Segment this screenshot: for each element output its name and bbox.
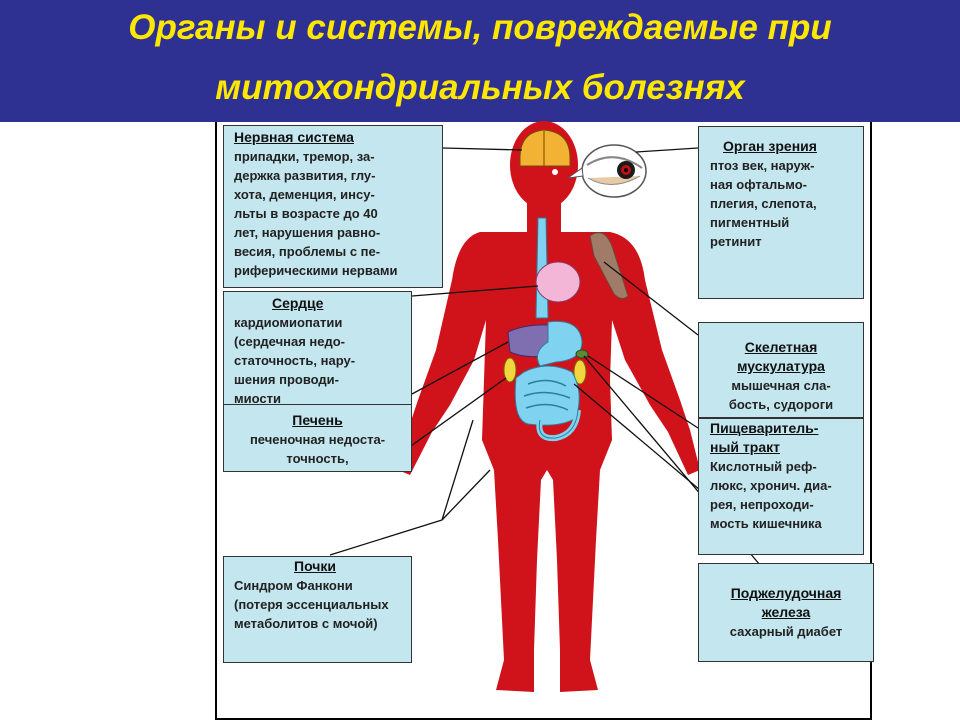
kidney-organ-left (503, 357, 517, 383)
digestive-tract-text: Кислотный реф- люкс, хронич. диа- рея, н… (710, 459, 832, 531)
brain-icon (519, 129, 571, 167)
heart-box: Сердце кардиомиопатии (сердечная недо- с… (223, 291, 412, 406)
nervous-system-title: Нервная система (234, 129, 354, 145)
liver-title: Печень (292, 412, 343, 428)
skeletal-muscle-title: Скелетная мускулатура (737, 339, 825, 374)
digestive-tract-box: Пищеваритель- ный тракт Кислотный реф- л… (698, 418, 864, 555)
skeletal-muscle-text: мышечная сла- бость, судороги (728, 378, 834, 412)
liver-text: печеночная недоста- точность, (249, 432, 386, 466)
eye-text: птоз век, наруж- ная офтальмо- плегия, с… (710, 158, 817, 249)
kidney-box: Почки Синдром Фанкони (потеря эссенциаль… (223, 556, 412, 663)
eye-box: Орган зрения птоз век, наруж- ная офталь… (698, 126, 864, 299)
intestine-organ (514, 365, 581, 442)
skeletal-muscle-box: Скелетная мускулатура мышечная сла- бост… (698, 322, 864, 418)
page-title-line-2: митохондриальных болезнях (215, 68, 745, 107)
eye-dot (552, 169, 558, 175)
heart-text: кардиомиопатии (сердечная недо- статочно… (234, 315, 356, 406)
pancreas-organ (575, 349, 589, 359)
digestive-tract-title: Пищеваритель- ный тракт (710, 420, 819, 455)
kidney-title: Почки (294, 558, 337, 574)
nervous-system-text: припадки, тремор, за- держка развития, г… (234, 149, 398, 278)
diagram-frame (215, 122, 872, 720)
pancreas-text: сахарный диабет (729, 624, 843, 639)
stomach-organ (536, 320, 583, 367)
title-banner: Органы и системы, повреждаемые при митох… (0, 0, 960, 122)
kidney-text: Синдром Фанкони (потеря эссенциальных ме… (234, 578, 389, 631)
eye-title: Орган зрения (723, 138, 817, 154)
heart-title: Сердце (272, 295, 324, 311)
pancreas-title: Поджелудочная железа (730, 585, 842, 620)
pancreas-box: Поджелудочная железа сахарный диабет (698, 563, 874, 662)
page-title-line-1: Органы и системы, повреждаемые при (128, 8, 832, 47)
kidney-organ-right (573, 359, 587, 385)
heart-organ (535, 261, 581, 303)
nervous-system-box: Нервная система припадки, тремор, за- де… (223, 125, 443, 288)
liver-box: Печень печеночная недоста- точность, (223, 404, 412, 472)
eye-icon (567, 144, 647, 198)
